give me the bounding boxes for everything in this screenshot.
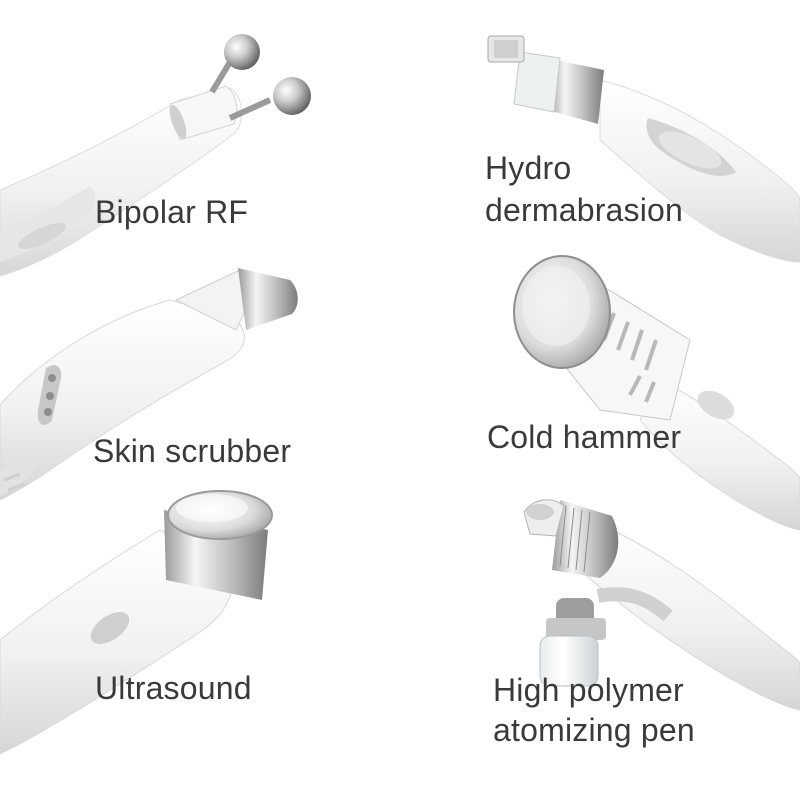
label-polymer-pen-line1: High polymer — [493, 672, 684, 708]
label-ultrasound: Ultrasound — [95, 670, 252, 706]
label-skin-scrubber: Skin scrubber — [93, 433, 292, 469]
hydro-dermabrasion-device — [487, 35, 800, 263]
label-cold-hammer: Cold hammer — [487, 419, 682, 455]
bipolar-rf-device — [0, 34, 311, 277]
label-polymer-pen-line2: atomizing pen — [493, 712, 695, 748]
ultrasound-device — [0, 490, 273, 755]
polymer-pen-device — [523, 499, 800, 711]
skin-scrubber-device — [0, 268, 298, 501]
label-bipolar-rf: Bipolar RF — [95, 194, 249, 230]
label-hydro-dermabrasion-line2: dermabrasion — [485, 192, 684, 228]
cold-hammer-device — [513, 255, 800, 531]
label-hydro-dermabrasion-line1: Hydro — [485, 150, 572, 186]
